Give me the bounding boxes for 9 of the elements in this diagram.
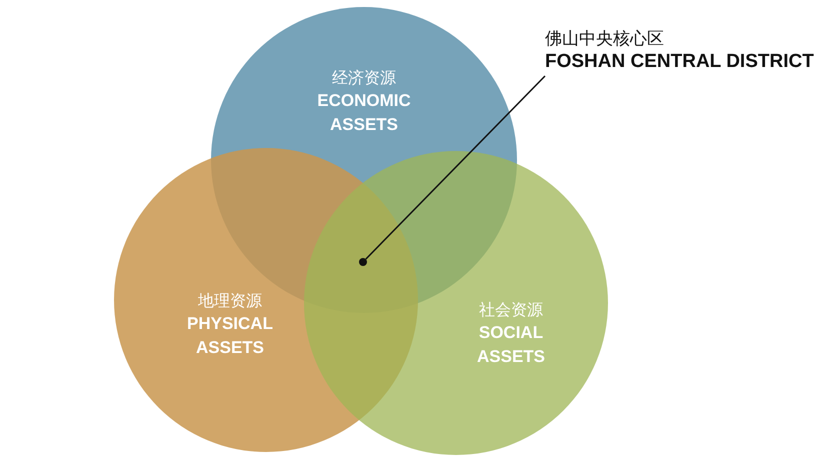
circle-title-english: SOCIAL ASSETS (476, 322, 546, 368)
circle-title-english: ECONOMIC ASSETS (316, 90, 412, 136)
label-chinese: 佛山中央核心区 (545, 28, 664, 50)
label-english: FOSHAN CENTRAL DISTRICT (545, 50, 814, 74)
circle-title-chinese: 地理资源 (198, 290, 262, 312)
leader-line (365, 75, 546, 260)
circle-title-chinese: 社会资源 (479, 299, 543, 321)
circle-title-chinese: 经济资源 (332, 67, 396, 89)
circle-title-english: PHYSICAL ASSETS (186, 313, 274, 359)
